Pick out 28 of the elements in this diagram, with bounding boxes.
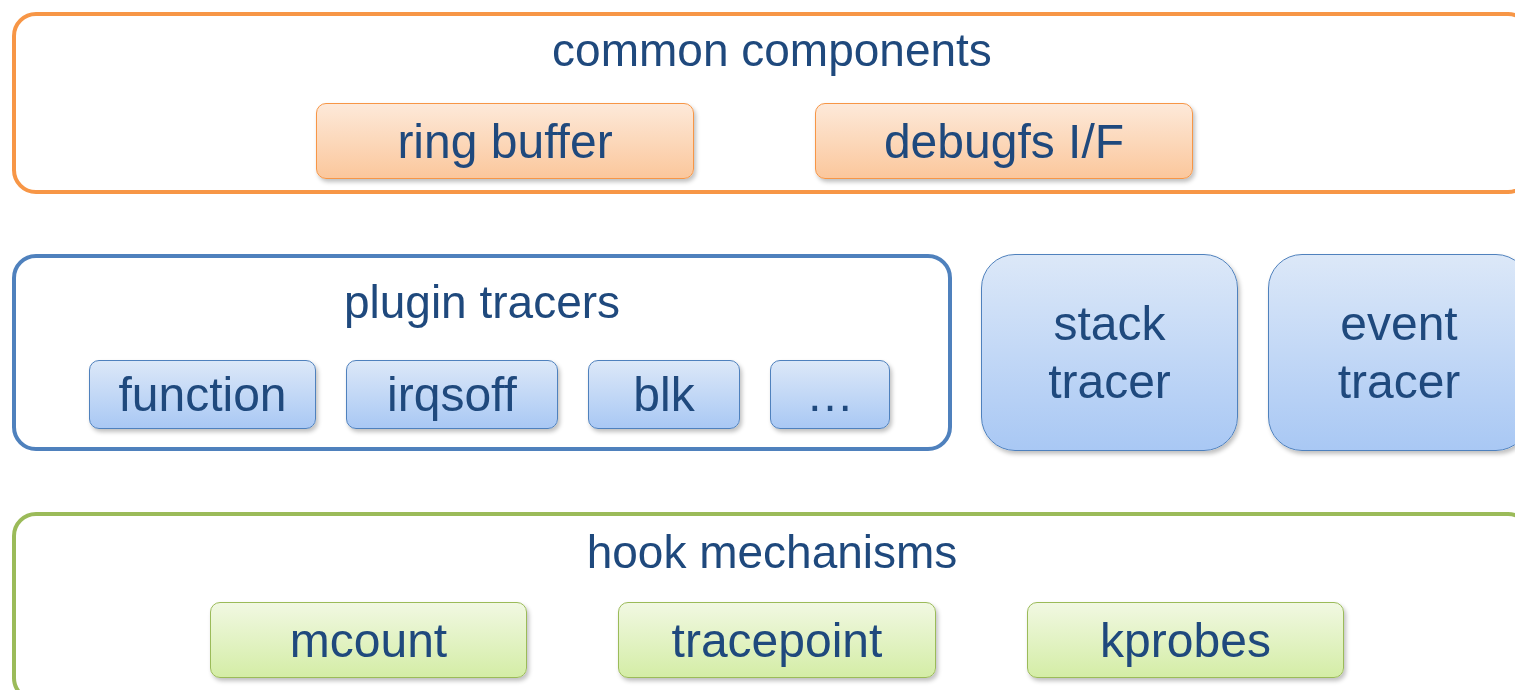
component-box (1027, 602, 1344, 678)
group-panel (12, 512, 1515, 690)
component-box (815, 103, 1193, 179)
component-label: mcount (289, 612, 448, 668)
group-panel (12, 12, 1515, 194)
component-label: stack tracer (1047, 295, 1172, 410)
component-box (89, 360, 316, 429)
component-box (588, 360, 740, 429)
component-label: event tracer (1336, 295, 1462, 410)
tracer-box (1268, 254, 1515, 451)
component-box (316, 103, 694, 179)
component-label: function (118, 367, 287, 422)
component-box (618, 602, 936, 678)
component-label: irqsoff (387, 367, 517, 422)
component-label: ring buffer (397, 113, 613, 169)
component-box (210, 602, 527, 678)
component-label: debugfs I/F (883, 113, 1125, 169)
group-title: common components (551, 24, 993, 77)
group-title: plugin tracers (342, 276, 622, 329)
component-box (346, 360, 558, 429)
tracer-box (981, 254, 1238, 451)
group-panel (12, 254, 952, 451)
component-label: tracepoint (671, 612, 883, 668)
component-box (770, 360, 890, 429)
group-title: hook mechanisms (585, 526, 959, 579)
component-label: … (806, 367, 854, 422)
component-label: kprobes (1100, 612, 1271, 668)
component-label: blk (633, 367, 695, 422)
